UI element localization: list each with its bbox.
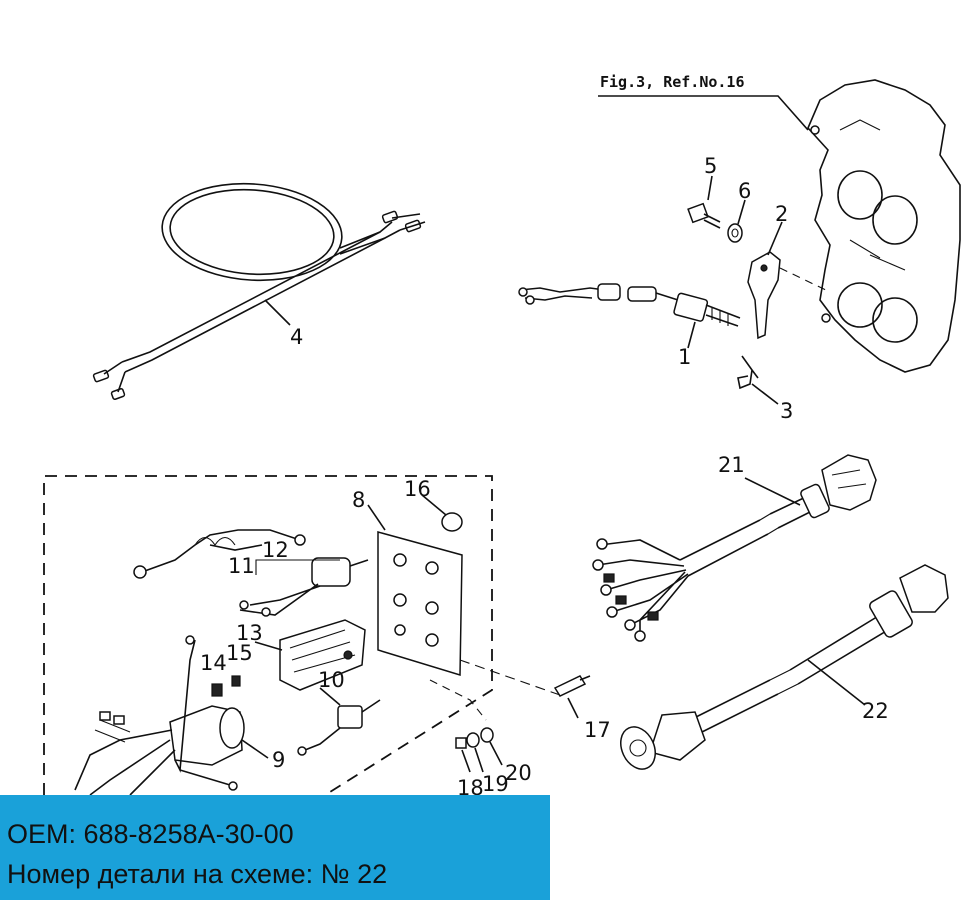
callout-6: 6 bbox=[738, 179, 751, 203]
oem-number: OEM: 688-8258A-30-00 bbox=[7, 819, 294, 849]
switch-10 bbox=[297, 687, 381, 756]
grommet-16 bbox=[421, 494, 463, 532]
assembly-boundary bbox=[43, 475, 493, 856]
harness-21 bbox=[592, 454, 877, 642]
sensor-1 bbox=[518, 283, 741, 349]
clip-3 bbox=[737, 355, 779, 405]
washer-19 bbox=[466, 732, 484, 773]
callout-14: 14 bbox=[200, 651, 227, 675]
switch-11 bbox=[133, 529, 369, 617]
engine-block bbox=[807, 79, 961, 373]
screw-14 bbox=[211, 683, 223, 697]
plate-8 bbox=[367, 504, 463, 677]
washer-20 bbox=[480, 727, 503, 766]
callout-21: 21 bbox=[718, 453, 745, 477]
part-info-box: OEM: 688-8258A-30-00 Номер детали на схе… bbox=[0, 795, 550, 900]
callout-8: 8 bbox=[352, 488, 365, 512]
bolt-5 bbox=[687, 175, 721, 229]
callout-20: 20 bbox=[505, 761, 532, 785]
bracket-2 bbox=[747, 221, 831, 340]
callout-19: 19 bbox=[482, 772, 509, 796]
callout-9: 9 bbox=[272, 748, 285, 772]
callout-12: 12 bbox=[262, 538, 289, 562]
nut-18 bbox=[455, 737, 471, 773]
reference-note: Fig.3, Ref.No.16 bbox=[598, 73, 809, 131]
callout-16: 16 bbox=[404, 477, 431, 501]
screw-15 bbox=[231, 675, 241, 687]
callout-17: 17 bbox=[584, 718, 611, 742]
callout-3: 3 bbox=[780, 399, 793, 423]
callout-2: 2 bbox=[775, 202, 788, 226]
bracket-13 bbox=[254, 619, 366, 691]
callout-13: 13 bbox=[236, 621, 263, 645]
callout-10: 10 bbox=[318, 668, 345, 692]
reference-text: Fig.3, Ref.No.16 bbox=[600, 73, 745, 91]
diagram-part-number: Номер детали на схеме: № 22 bbox=[7, 859, 388, 889]
callout-1: 1 bbox=[678, 345, 691, 369]
callout-22: 22 bbox=[862, 699, 889, 723]
callout-15: 15 bbox=[226, 641, 253, 665]
cable-22 bbox=[620, 564, 949, 770]
callout-4: 4 bbox=[290, 325, 303, 349]
callout-5: 5 bbox=[704, 154, 717, 178]
screw-17 bbox=[459, 659, 591, 719]
cable-4 bbox=[92, 182, 426, 400]
callout-11: 11 bbox=[228, 554, 255, 578]
washer-6 bbox=[727, 199, 746, 243]
key-switch-9 bbox=[74, 635, 269, 796]
